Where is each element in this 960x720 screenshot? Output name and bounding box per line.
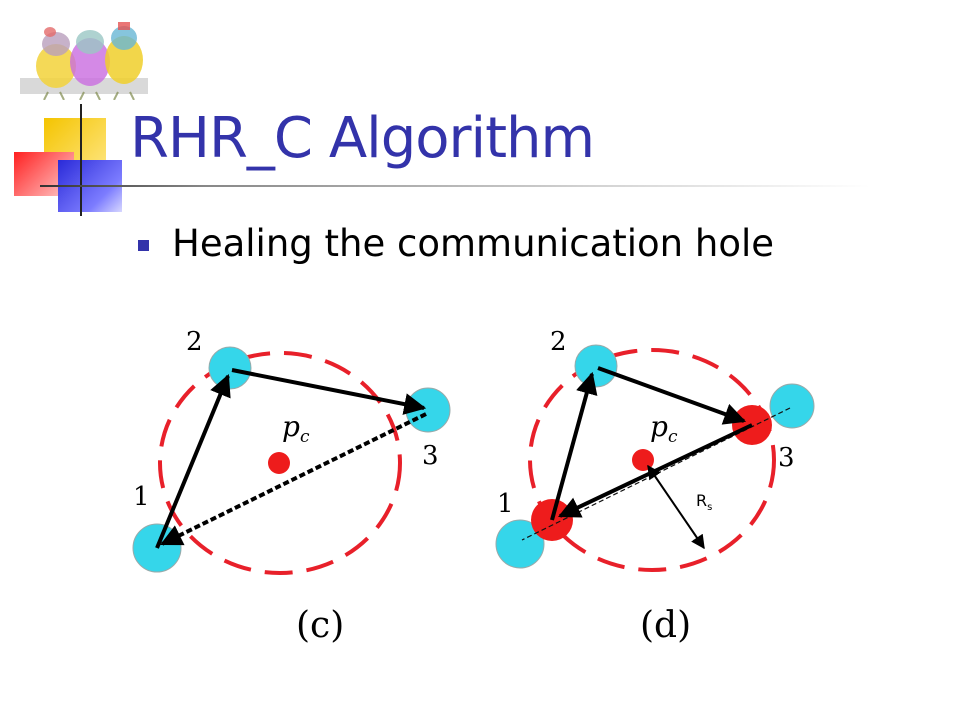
- radius-arrow: [647, 464, 705, 550]
- coverage-circle: [528, 348, 776, 572]
- center-point: [632, 449, 654, 471]
- title-underline: [40, 185, 870, 187]
- node-label-2: 2: [186, 327, 203, 357]
- panel-caption: (d): [640, 605, 691, 646]
- bullet-text: Healing the communication hole: [172, 222, 775, 265]
- sensor-node-3-original: [769, 383, 815, 429]
- sensor-node-3: [405, 387, 451, 433]
- coverage-circle: [158, 351, 402, 575]
- arrow-1-to-2: [550, 371, 598, 521]
- dashed-arrow-3-to-1: [160, 412, 427, 546]
- sensor-node-1-original: [495, 519, 545, 569]
- decor-vertical-line: [80, 104, 82, 216]
- sensor-node-2: [208, 346, 252, 390]
- panel-c: 2 3 1 pc (c): [132, 327, 451, 646]
- birds-logo-icon: [20, 22, 148, 100]
- slide-title: RHR_C Algorithm: [130, 106, 595, 171]
- sensor-node-2: [574, 344, 618, 388]
- center-point: [268, 452, 290, 474]
- panel-caption: (c): [296, 605, 344, 646]
- radius-label: Rs: [696, 491, 712, 513]
- node-label-1: 1: [497, 489, 514, 519]
- panel-d: 2 3 1 pc Rs (d): [495, 327, 815, 646]
- node-label-3: 3: [422, 441, 439, 471]
- node-label-3: 3: [778, 443, 795, 473]
- arrow-1-to-2: [155, 373, 231, 549]
- bullet-square-icon: [138, 240, 149, 251]
- arrow-2-to-3: [231, 368, 427, 415]
- node-label-1: 1: [133, 482, 150, 512]
- arrow-2-to-3: [597, 366, 747, 425]
- node-label-2: 2: [550, 327, 567, 357]
- center-label: pc: [650, 410, 678, 447]
- center-label: pc: [282, 410, 310, 447]
